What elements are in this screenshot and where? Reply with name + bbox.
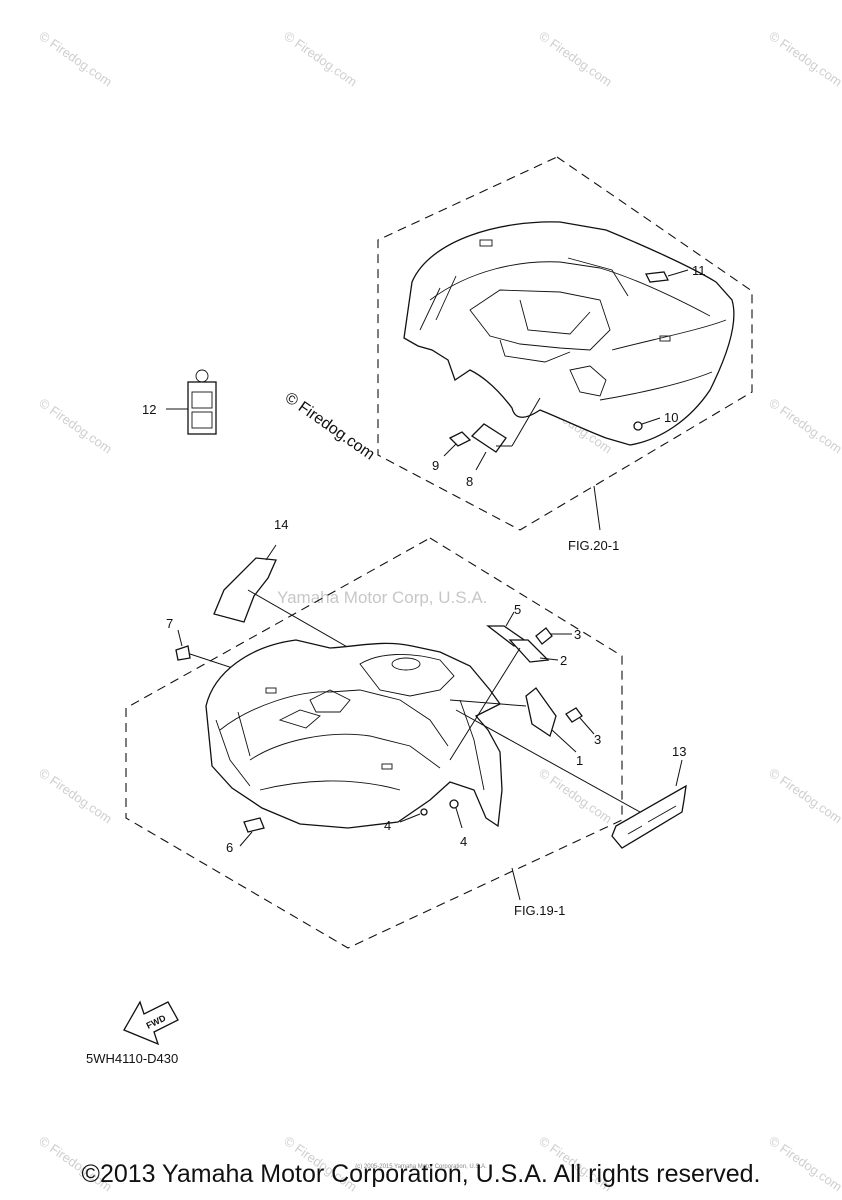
callout-9: 9 <box>432 458 439 473</box>
watermark: © Firedog.com <box>36 395 115 456</box>
rear-fender-detail <box>599 319 727 401</box>
fastener-part-4 <box>420 808 428 816</box>
leader-line <box>475 451 487 471</box>
leader-line <box>539 657 559 661</box>
decal-part-14 <box>213 557 277 623</box>
leader-line <box>551 729 577 753</box>
cap-part-7 <box>175 645 191 661</box>
leader-line <box>505 611 515 627</box>
fastener-part-4 <box>449 799 459 809</box>
bolt-part-9 <box>448 431 472 447</box>
leader-line <box>455 709 641 813</box>
callout-6: 6 <box>226 840 233 855</box>
callout-4b: 4 <box>460 834 467 849</box>
label-card-group: 12 <box>142 369 217 435</box>
figure-ref-front: FIG.19-1 <box>514 903 565 918</box>
front-fender-detail <box>215 699 485 791</box>
leader-line <box>511 867 521 901</box>
leader-line <box>675 759 683 787</box>
leader-line <box>177 629 183 647</box>
callout-1: 1 <box>576 753 583 768</box>
watermark: © Firedog.com <box>766 395 842 456</box>
grommet-part-10 <box>633 421 643 431</box>
label-part-11 <box>645 271 669 283</box>
rear-fender-detail <box>659 335 671 342</box>
leader-line <box>579 717 595 735</box>
plate-part-1 <box>525 687 557 738</box>
fwd-arrow-shape <box>123 1000 179 1046</box>
diagram-code: 5WH4110-D430 <box>86 1051 178 1066</box>
front-fender-detail <box>265 687 277 694</box>
small-copyright: (c) 2005-2015 Yamaha Motor Corporation, … <box>355 1164 487 1170</box>
rear-fender-group: 11 10 8 9 FIG.20-1 <box>377 156 753 553</box>
watermark: © Firedog.com <box>766 28 842 89</box>
leader-line <box>239 831 253 847</box>
watermark: © Firedog.com <box>36 28 115 89</box>
callout-7: 7 <box>166 616 173 631</box>
fwd-arrow: FWD <box>123 1000 179 1046</box>
leader-line <box>641 417 661 425</box>
watermark: © Firedog.com <box>281 28 360 89</box>
figure-ref-rear: FIG.20-1 <box>568 538 619 553</box>
rear-fender-boundary <box>377 156 753 531</box>
watermark: © Firedog.com <box>36 765 115 826</box>
watermark: © Firedog.com <box>536 765 615 826</box>
bracket-part-2 <box>508 639 550 663</box>
bolt-part-3 <box>535 627 553 645</box>
leader-line <box>399 813 421 823</box>
decal-part-6 <box>243 817 265 833</box>
leader-line <box>593 485 601 531</box>
decal-part-13-detail <box>627 805 677 843</box>
callout-3a: 3 <box>574 627 581 642</box>
leader-line <box>265 544 277 561</box>
label-part-12-detail <box>191 411 213 429</box>
rear-fender-detail <box>479 239 493 247</box>
callout-8: 8 <box>466 474 473 489</box>
leader-line <box>667 269 689 277</box>
callout-10: 10 <box>664 410 678 425</box>
rear-fender-detail <box>569 365 607 397</box>
callout-2: 2 <box>560 653 567 668</box>
bolt-part-3 <box>565 707 583 723</box>
fuel-cap-area <box>391 657 421 671</box>
rear-fender-detail <box>469 289 611 351</box>
callout-4a: 4 <box>384 818 391 833</box>
front-fender-detail <box>249 733 441 791</box>
front-fender-detail <box>359 654 455 697</box>
front-fender-detail <box>278 689 351 729</box>
front-fender-detail <box>381 763 393 770</box>
callout-13: 13 <box>672 744 686 759</box>
label-part-12-tag <box>195 369 209 383</box>
copyright-footer: ©2013 Yamaha Motor Corporation, U.S.A. A… <box>81 1160 761 1188</box>
watermark-center: © Firedog.com <box>282 389 378 463</box>
callout-5: 5 <box>514 602 521 617</box>
callout-14: 14 <box>274 517 288 532</box>
leader-line <box>511 397 541 447</box>
watermark-brand: Yamaha Motor Corp, U.S.A. <box>277 588 487 607</box>
watermark: © Firedog.com <box>536 28 615 89</box>
rear-fender-detail <box>419 257 629 331</box>
rear-fender-detail <box>429 261 711 317</box>
plate-part-8 <box>470 423 507 453</box>
front-fender-group: 14 7 6 4 4 5 2 <box>125 517 687 949</box>
leader-line <box>455 807 463 829</box>
leader-line <box>443 443 457 457</box>
leader-line <box>449 699 527 707</box>
front-fender-boundary <box>125 537 623 949</box>
leader-line <box>449 647 521 761</box>
callout-12: 12 <box>142 402 156 417</box>
rear-fender-detail <box>499 299 591 363</box>
callout-11: 11 <box>692 263 706 278</box>
front-fender-detail <box>219 689 449 747</box>
callout-3b: 3 <box>594 732 601 747</box>
watermark: © Firedog.com <box>766 765 842 826</box>
label-part-12-detail <box>191 391 213 409</box>
rear-fender <box>403 221 735 446</box>
decal-part-13 <box>611 784 687 849</box>
